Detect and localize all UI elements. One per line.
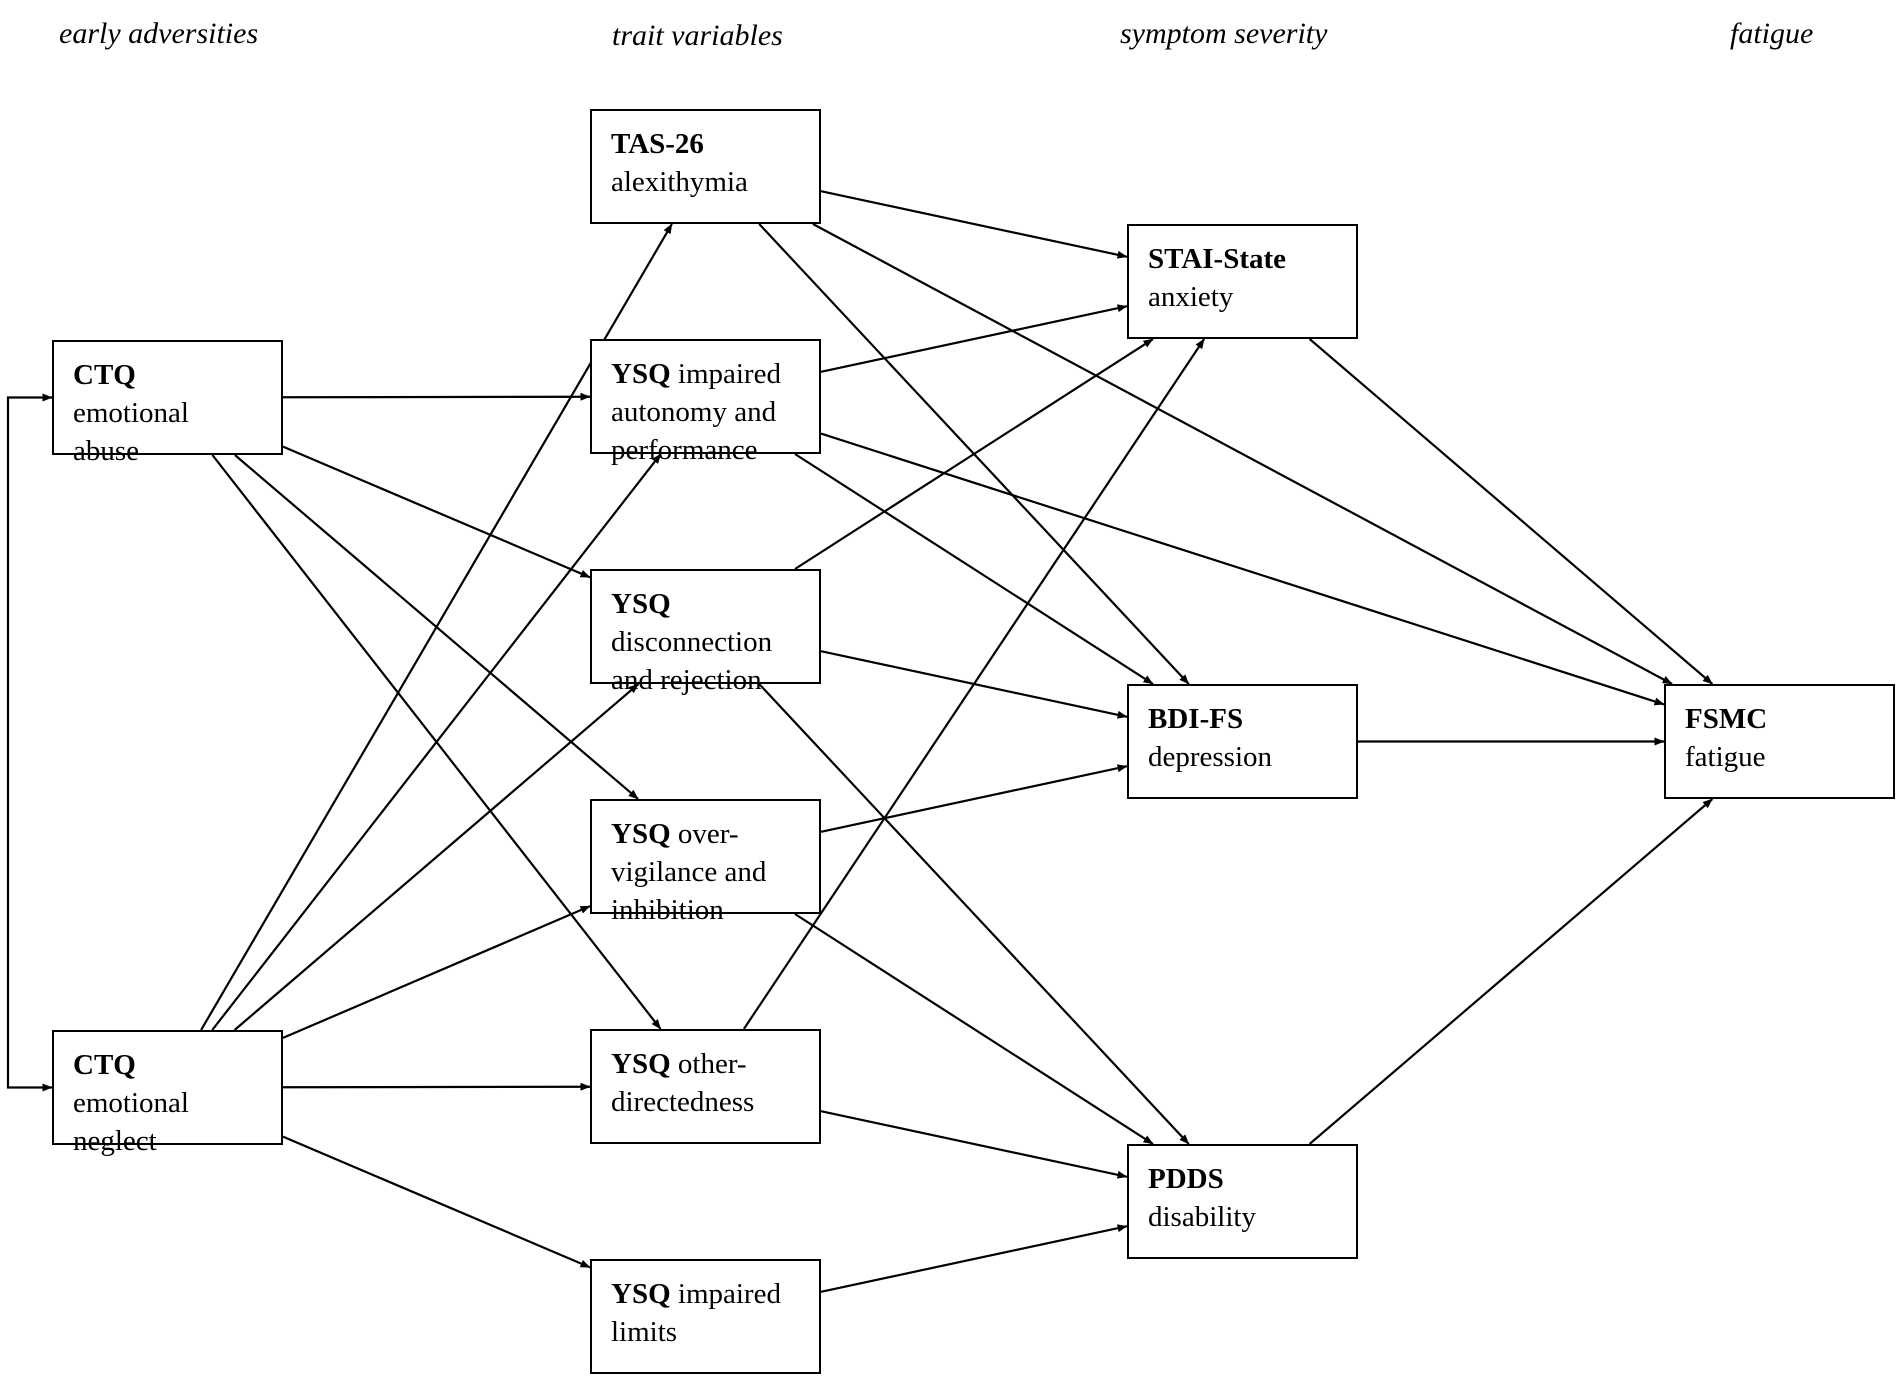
node-abbr: YSQ	[611, 818, 671, 850]
node-suffix: impaired	[670, 1278, 781, 1310]
header-symptom-severity: symptom severity	[1120, 17, 1328, 50]
node-line-2: fatigue	[1685, 741, 1766, 773]
node-line-2: vigilance and	[611, 856, 767, 888]
node-line-2: alexithymia	[611, 166, 748, 198]
arrow-ysq_other-to-pdds	[820, 1110, 1128, 1179]
arrow-pdds-to-fsmc	[1308, 798, 1714, 1145]
node-ysq-overvigilance-inhibition: YSQ over- vigilance and inhibition	[590, 799, 821, 926]
node-line-2: directedness	[611, 1086, 755, 1118]
node-line-1: FSMC	[1685, 700, 1893, 738]
node-fsmc-fatigue: FSMC fatigue	[1664, 684, 1895, 799]
node-pdds-disability: PDDS disability	[1127, 1144, 1358, 1259]
arrow-ctq_neglect-to-ysq_autonomy	[211, 453, 662, 1031]
node-line-1: PDDS	[1148, 1160, 1356, 1198]
arrow-ctq_neglect-to-ysq_limits	[282, 1135, 591, 1269]
arrow-ctq_abuse-ctq_neglect-correlation	[6, 393, 53, 1092]
node-line-1: YSQ	[611, 585, 819, 623]
node-ysq-impaired-limits: YSQ impaired limits	[590, 1259, 821, 1374]
arrow-ysq_autonomy-to-stai	[820, 304, 1128, 373]
node-abbr: TAS-26	[611, 128, 704, 160]
node-line-3: and rejection	[611, 664, 762, 696]
arrow-ysq_limits-to-pdds	[820, 1224, 1128, 1293]
node-bdi-fs-depression: BDI-FS depression	[1127, 684, 1358, 799]
node-ysq-impaired-autonomy: YSQ impaired autonomy and performance	[590, 339, 821, 466]
arrow-ysq_overvigilance-to-bdi	[820, 764, 1128, 833]
arrow-ysq_overvigilance-to-pdds	[794, 913, 1154, 1145]
node-line-3: abuse	[73, 435, 140, 467]
node-ctq-emotional-neglect: CTQ emotional neglect	[52, 1030, 283, 1157]
arrow-ysq_other-to-stai	[742, 338, 1206, 1030]
node-line-2: autonomy and	[611, 396, 777, 428]
arrow-ctq_abuse-to-ysq_disconnection	[282, 445, 591, 579]
node-line-2: depression	[1148, 741, 1273, 773]
arrow-ctq_neglect-to-ysq_other	[282, 1082, 591, 1091]
node-abbr: PDDS	[1148, 1163, 1224, 1195]
node-suffix: other-	[670, 1048, 747, 1080]
node-abbr: YSQ	[611, 1278, 671, 1310]
arrow-ctq_neglect-to-ysq_disconnection	[233, 683, 640, 1031]
node-abbr: CTQ	[73, 359, 136, 391]
arrow-ysq_autonomy-to-bdi	[794, 453, 1154, 685]
node-line-2: limits	[611, 1316, 678, 1348]
node-abbr: YSQ	[611, 358, 671, 390]
node-ctq-emotional-abuse: CTQ emotional abuse	[52, 340, 283, 467]
node-abbr: FSMC	[1685, 703, 1768, 735]
arrow-ctq_neglect-to-ysq_overvigilance	[282, 905, 591, 1039]
node-line-2: emotional	[73, 397, 189, 429]
node-line-1: YSQ other-	[611, 1045, 819, 1083]
arrow-tas26-to-fsmc	[812, 223, 1673, 685]
node-abbr: CTQ	[73, 1049, 136, 1081]
node-line-1: YSQ impaired	[611, 1275, 819, 1313]
node-line-3: neglect	[73, 1125, 157, 1157]
node-line-1: CTQ	[73, 356, 281, 394]
node-stai-state-anxiety: STAI-State anxiety	[1127, 224, 1358, 339]
node-line-2: disconnection	[611, 626, 773, 658]
node-line-3: inhibition	[611, 894, 724, 926]
header-fatigue: fatigue	[1730, 17, 1814, 50]
node-ysq-disconnection-rejection: YSQ disconnection and rejection	[590, 569, 821, 696]
node-abbr: STAI-State	[1148, 243, 1287, 275]
node-line-2: emotional	[73, 1087, 189, 1119]
node-suffix: over-	[670, 818, 739, 850]
node-abbr: BDI-FS	[1148, 703, 1244, 735]
node-line-3: performance	[611, 434, 758, 466]
node-line-1: STAI-State	[1148, 240, 1356, 278]
arrow-ysq_disconnection-to-stai	[794, 338, 1154, 570]
node-line-1: CTQ	[73, 1046, 281, 1084]
arrow-ysq_disconnection-to-pdds	[758, 683, 1190, 1145]
header-early-adversities: early adversities	[59, 17, 259, 50]
node-line-1: YSQ over-	[611, 815, 819, 853]
header-trait-variables: trait variables	[612, 19, 783, 52]
node-line-1: YSQ impaired	[611, 355, 819, 393]
node-abbr: YSQ	[611, 588, 671, 620]
node-line-1: TAS-26	[611, 125, 819, 163]
arrow-ctq_abuse-to-ysq_autonomy	[282, 392, 591, 401]
arrow-tas26-to-stai	[820, 190, 1128, 259]
node-abbr: YSQ	[611, 1048, 671, 1080]
node-suffix: impaired	[670, 358, 781, 390]
node-line-1: BDI-FS	[1148, 700, 1356, 738]
arrow-stai-to-fsmc	[1308, 338, 1714, 685]
node-line-2: disability	[1148, 1201, 1256, 1233]
node-ysq-other-directedness: YSQ other- directedness	[590, 1029, 821, 1144]
arrow-ysq_autonomy-to-fsmc	[820, 432, 1665, 706]
node-tas26-alexithymia: TAS-26 alexithymia	[590, 109, 821, 224]
node-line-2: anxiety	[1148, 281, 1234, 313]
